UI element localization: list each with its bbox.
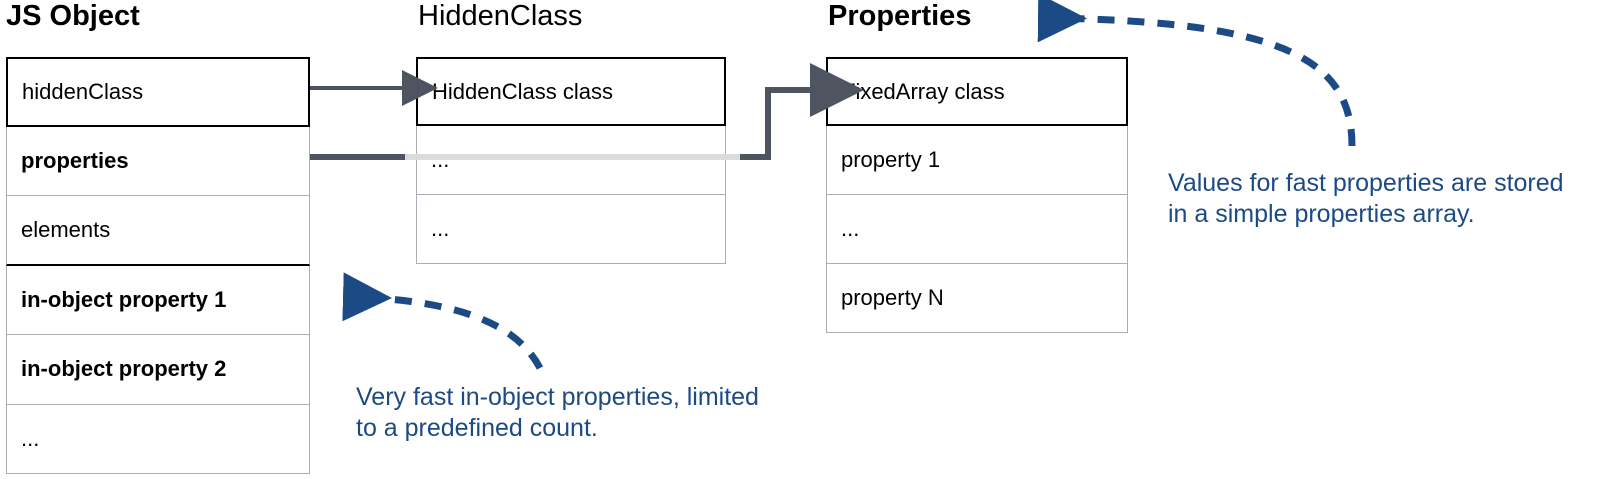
row-label: property N — [841, 285, 944, 310]
properties-pointer-elbow-arrow — [740, 63, 864, 160]
row-label: ... — [431, 216, 450, 241]
properties-row-property-n: property N — [826, 264, 1128, 333]
row-label: ... — [431, 147, 450, 172]
annotation-arrow-in-object — [342, 272, 544, 370]
annotation-properties-text: Values for fast properties are stored in… — [1168, 169, 1564, 228]
hiddenclass-row-class: HiddenClass class — [416, 57, 726, 126]
js-object-row-elements: elements — [6, 196, 310, 266]
properties-box: FixedArray class property 1 ... property… — [826, 57, 1128, 333]
js-object-box: hiddenClass properties elements in-objec… — [6, 57, 310, 474]
js-object-row-in-object-property-2: in-object property 2 — [6, 335, 310, 405]
row-label: ... — [21, 425, 40, 451]
row-label: properties — [21, 147, 129, 173]
row-label: in-object property 2 — [21, 356, 227, 382]
row-label: property 1 — [841, 147, 941, 172]
column-title-hiddenclass: HiddenClass — [418, 0, 583, 32]
js-object-row-hiddenclass: hiddenClass — [6, 57, 310, 127]
row-label: in-object property 1 — [21, 286, 227, 312]
annotation-in-object-text: Very fast in-object properties, limited … — [356, 383, 759, 442]
row-label: HiddenClass class — [432, 78, 613, 104]
properties-row-ellipsis: ... — [826, 195, 1128, 264]
row-label: hiddenClass — [22, 78, 144, 104]
js-object-row-ellipsis: ... — [6, 404, 310, 474]
js-object-row-properties: properties — [6, 126, 310, 196]
properties-row-property-1: property 1 — [826, 126, 1128, 195]
hiddenclass-row-ellipsis-2: ... — [416, 195, 726, 264]
row-label: ... — [841, 216, 860, 241]
js-object-row-in-object-property-1: in-object property 1 — [6, 265, 310, 335]
row-label: elements — [21, 216, 111, 242]
row-label: FixedArray class — [842, 78, 1005, 104]
hiddenclass-box: HiddenClass class ... ... — [416, 57, 726, 264]
hiddenclass-row-ellipsis-1: ... — [416, 126, 726, 195]
column-title-properties: Properties — [828, 0, 972, 32]
properties-row-fixedarray-class: FixedArray class — [826, 57, 1128, 126]
column-title-js-object: JS Object — [6, 0, 140, 32]
